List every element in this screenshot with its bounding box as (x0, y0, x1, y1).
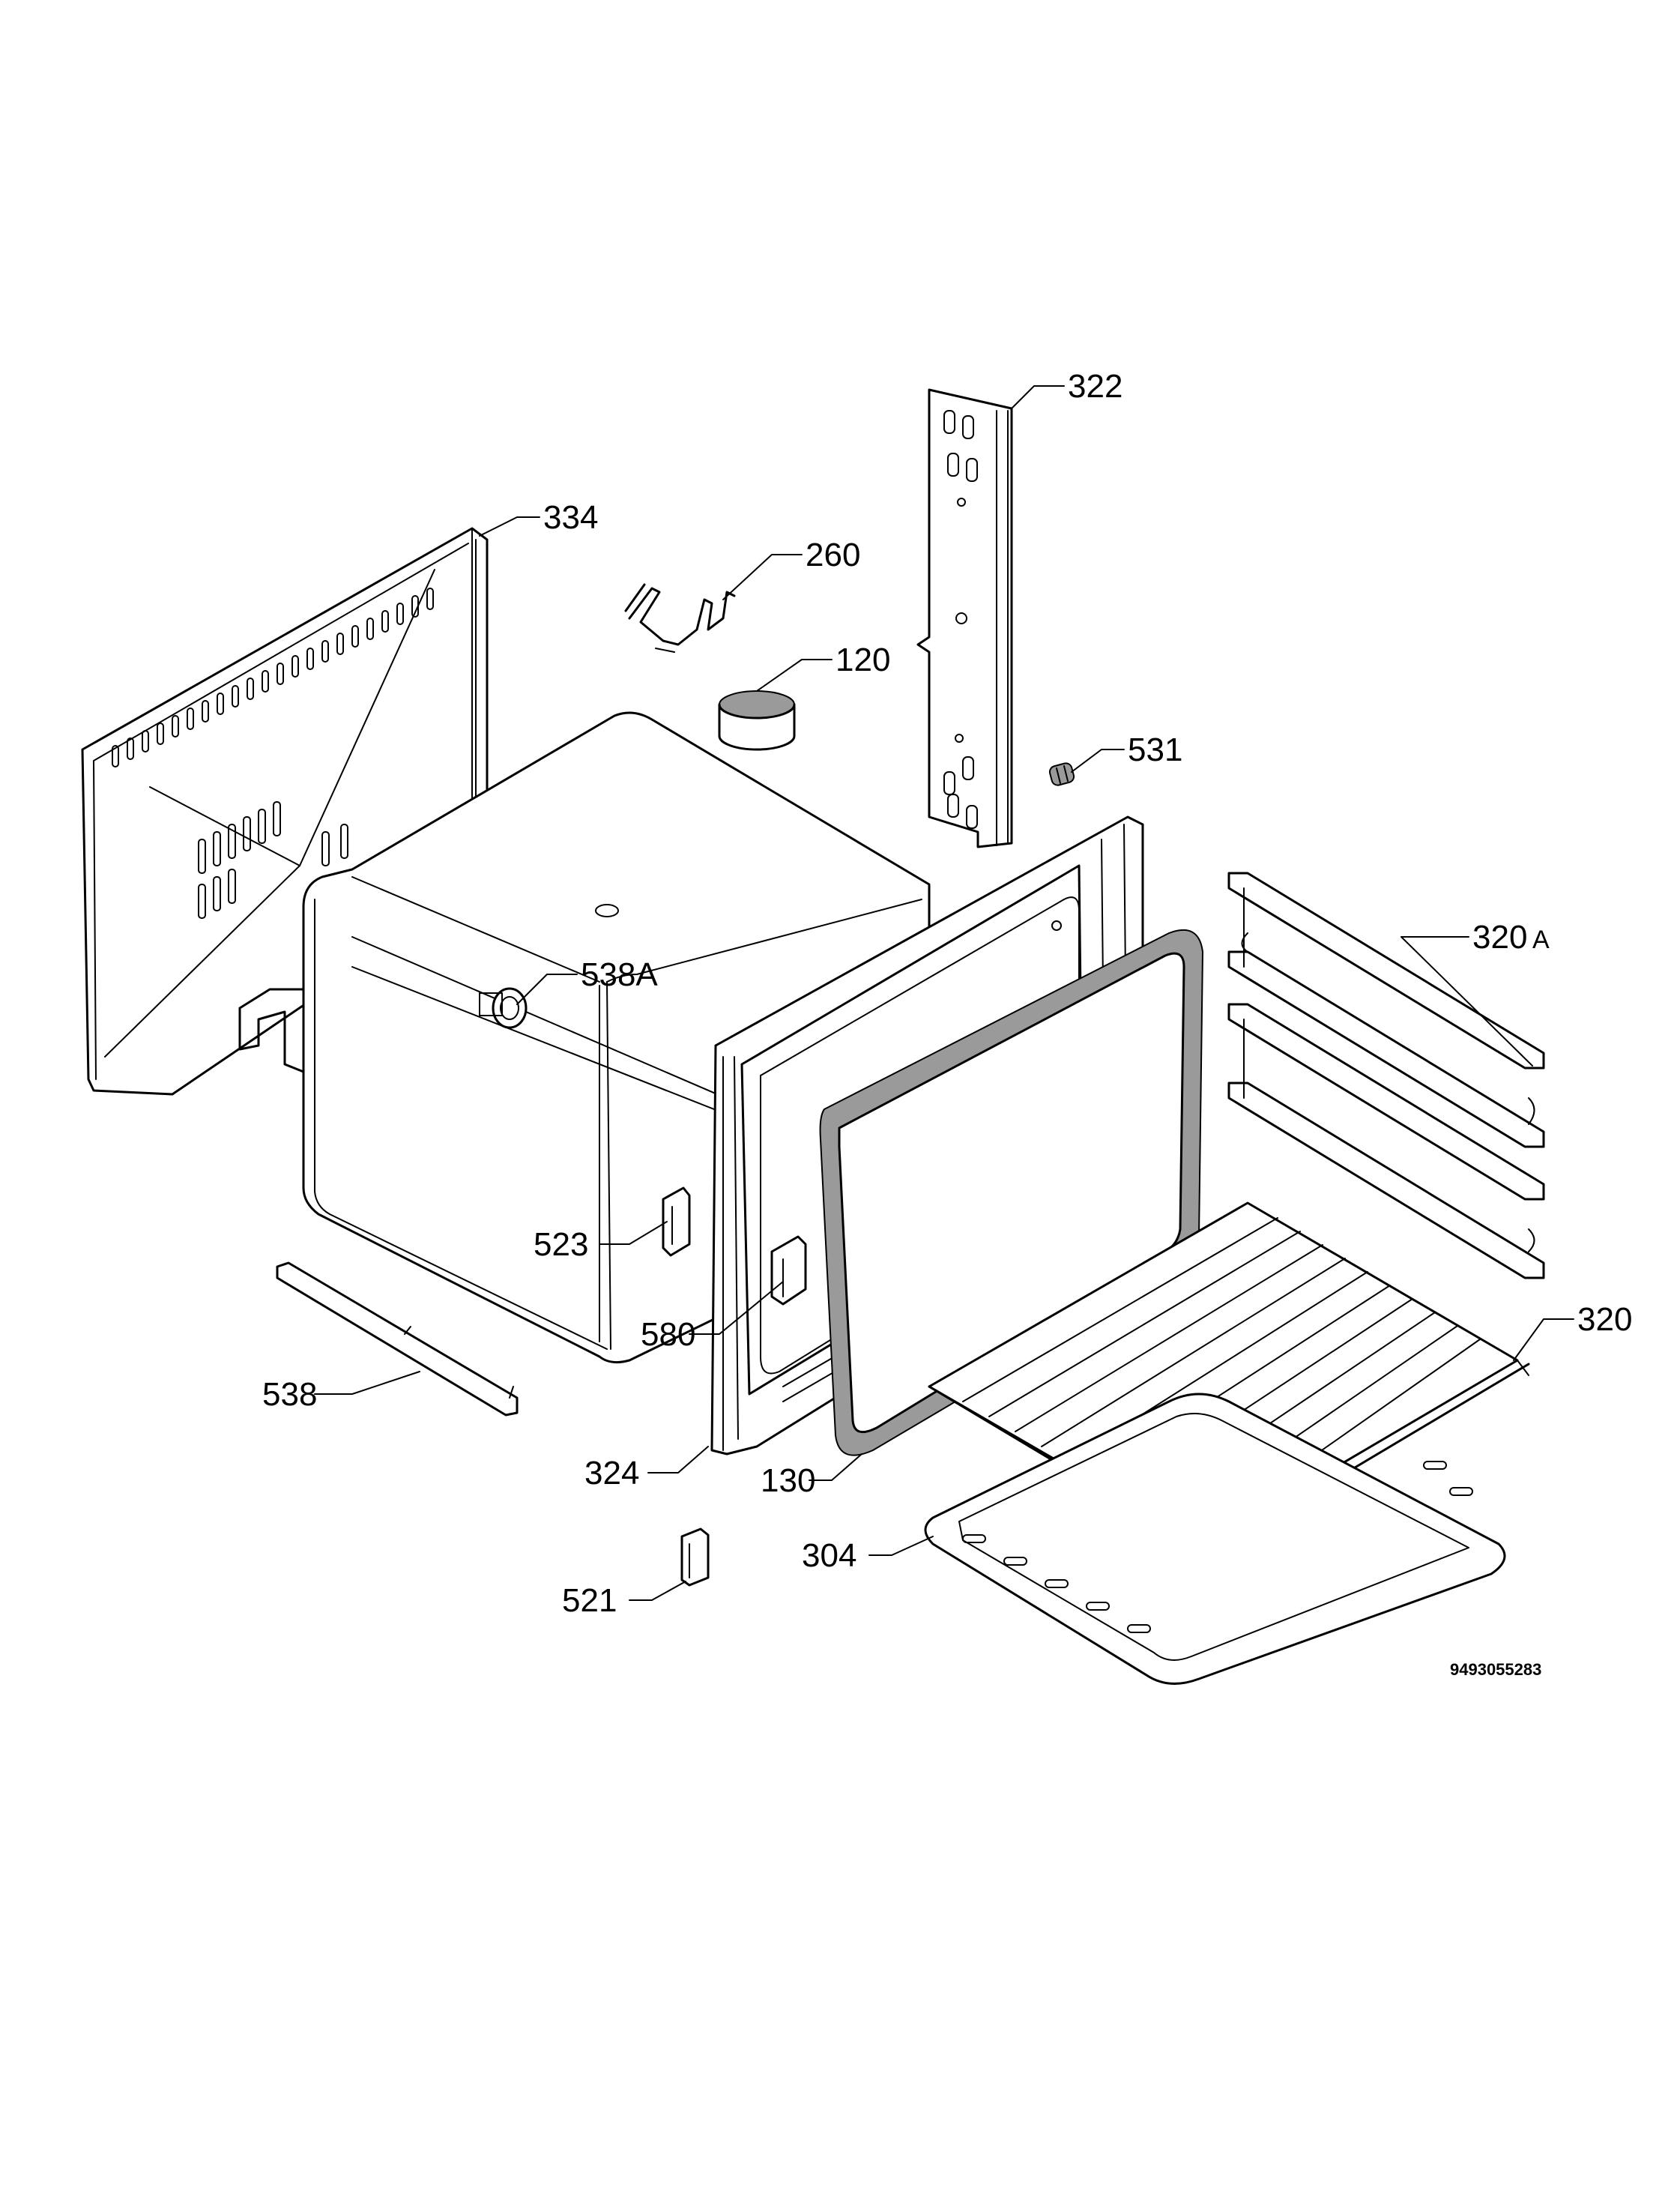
part-334-rear-panel (81, 527, 489, 1096)
part-130-door-seal (819, 929, 1204, 1456)
leader-lines (314, 385, 1574, 1601)
label-523: 523 (534, 1226, 588, 1263)
part-260-wire-clip (624, 583, 736, 653)
part-538-bar (276, 1261, 519, 1417)
label-320a-suffix: A (1532, 926, 1550, 954)
part-320A-side-racks (1227, 872, 1545, 1279)
label-322: 322 (1068, 368, 1122, 405)
label-320: 320 (1577, 1301, 1632, 1338)
part-523-clip (662, 1186, 691, 1257)
part-120-round-insulation (718, 690, 796, 751)
label-304: 304 (802, 1537, 856, 1574)
label-334: 334 (543, 499, 598, 536)
label-130: 130 (761, 1462, 815, 1499)
label-260: 260 (806, 537, 860, 573)
label-521: 521 (562, 1582, 617, 1619)
label-324: 324 (584, 1455, 639, 1491)
drawing-number: 9493055283 (1450, 1660, 1541, 1679)
part-580-hinge (770, 1235, 807, 1306)
label-120: 120 (836, 642, 890, 678)
part-531-lamp-holder (1048, 762, 1075, 786)
part-304-baking-tray (924, 1393, 1506, 1685)
label-538: 538 (262, 1376, 317, 1413)
label-531: 531 (1128, 732, 1182, 768)
part-538A-lamp-socket (479, 987, 528, 1029)
part-322-side-rail (916, 388, 1013, 848)
part-521-cap (680, 1527, 710, 1587)
label-320a: 320 (1472, 919, 1527, 956)
label-538A: 538A (581, 956, 658, 993)
part-labels: 322 334 260 120 531 320 A 538A 523 580 3… (262, 368, 1632, 1679)
label-580: 580 (641, 1316, 695, 1353)
